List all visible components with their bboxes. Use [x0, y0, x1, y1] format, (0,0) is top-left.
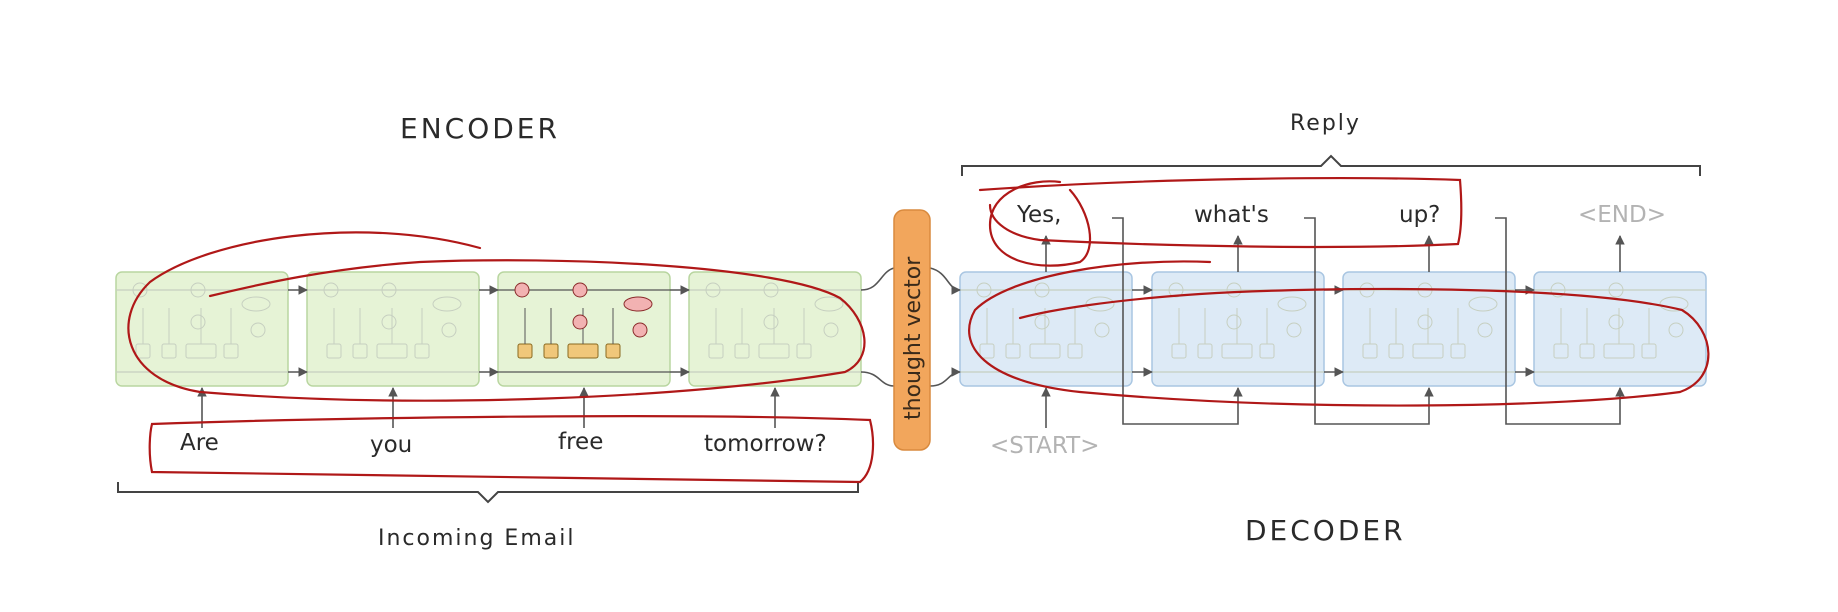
word-labels: Are you free tomorrow? <START> Yes, what…: [180, 202, 1666, 459]
pointwise-op: [572, 282, 588, 298]
gate-box: [567, 343, 599, 359]
thought-vector: thought vector: [893, 209, 931, 451]
pointwise-op: [323, 282, 339, 298]
decoder-output-word: Yes,: [1016, 202, 1061, 228]
pointwise-op: [632, 322, 648, 338]
pointwise-op: [705, 282, 721, 298]
tanh-op: [1659, 296, 1689, 312]
pointwise-op: [1226, 314, 1242, 330]
encoder-cell: [306, 271, 480, 387]
encoder-cell: [115, 271, 289, 387]
decoder-output-word: up?: [1399, 202, 1440, 228]
annotation-encoder-words: [148, 415, 875, 484]
lstm-cells: [115, 217, 1707, 428]
pointwise-op: [381, 314, 397, 330]
pointwise-op: [1359, 282, 1375, 298]
pointwise-op: [1168, 282, 1184, 298]
pointwise-op: [1034, 282, 1050, 298]
pointwise-op: [381, 282, 397, 298]
tanh-op: [1085, 296, 1115, 312]
annotation-yes-circle: [988, 180, 1092, 267]
decoder-cell: [959, 271, 1133, 387]
pointwise-op: [1668, 322, 1684, 338]
annotation-decoder-cells: [968, 260, 1710, 407]
pointwise-op: [1550, 282, 1566, 298]
tanh-op: [1277, 296, 1307, 312]
pointwise-op: [1417, 314, 1433, 330]
decoder-output-word: what's: [1194, 202, 1269, 228]
pointwise-op: [132, 282, 148, 298]
feedback-arrow: [1112, 217, 1243, 425]
encoder-input-word: tomorrow?: [704, 431, 827, 457]
thought-vector-box: [893, 209, 931, 451]
pointwise-op: [1286, 322, 1302, 338]
decoder-brace: [961, 154, 1701, 176]
encoder-brace-label: Incoming Email: [378, 526, 575, 551]
decoder-output-word: <END>: [1578, 202, 1666, 228]
pointwise-op: [190, 314, 206, 330]
pointwise-op: [1477, 322, 1493, 338]
pointwise-op: [1094, 322, 1110, 338]
encoder-title: ENCODER: [400, 112, 560, 145]
tanh-op: [432, 296, 462, 312]
pointwise-op: [763, 314, 779, 330]
encoder-input-word: Are: [180, 430, 219, 456]
pointwise-op: [823, 322, 839, 338]
to-thought-vector: [860, 371, 895, 387]
hand-annotations: [127, 177, 1710, 484]
pointwise-op: [1034, 314, 1050, 330]
pointwise-op: [976, 282, 992, 298]
decoder-cell: [1533, 271, 1707, 387]
pointwise-op: [1226, 282, 1242, 298]
annotation-encoder-cells: [127, 231, 866, 402]
tanh-op: [623, 296, 653, 312]
feedback-arrow: [1495, 217, 1625, 425]
tanh-op: [241, 296, 271, 312]
pointwise-op: [190, 282, 206, 298]
decoder-title: DECODER: [1245, 514, 1406, 547]
pointwise-op: [1608, 282, 1624, 298]
encoder-input-word: you: [370, 432, 412, 458]
gate-box: [543, 343, 559, 359]
pointwise-op: [514, 282, 530, 298]
encoder-input-word: free: [558, 429, 603, 455]
thought-vector-label: thought vector: [901, 256, 926, 420]
pointwise-op: [572, 314, 588, 330]
pointwise-op: [763, 282, 779, 298]
encoder-brace: [117, 482, 859, 504]
gate-box: [605, 343, 621, 359]
pointwise-op: [250, 322, 266, 338]
annotation-decoder-outputs: [978, 177, 1463, 249]
feedback-arrow: [1304, 217, 1434, 425]
to-thought-vector: [860, 267, 895, 291]
pointwise-op: [441, 322, 457, 338]
from-thought-vector: [929, 267, 961, 295]
tanh-op: [814, 296, 844, 312]
from-thought-vector: [929, 367, 961, 387]
decoder-input-word: <START>: [990, 433, 1100, 459]
tanh-op: [1468, 296, 1498, 312]
decoder-brace-label: Reply: [1290, 111, 1361, 136]
pointwise-op: [1608, 314, 1624, 330]
gate-box: [517, 343, 533, 359]
encoder-cell: [688, 271, 862, 387]
